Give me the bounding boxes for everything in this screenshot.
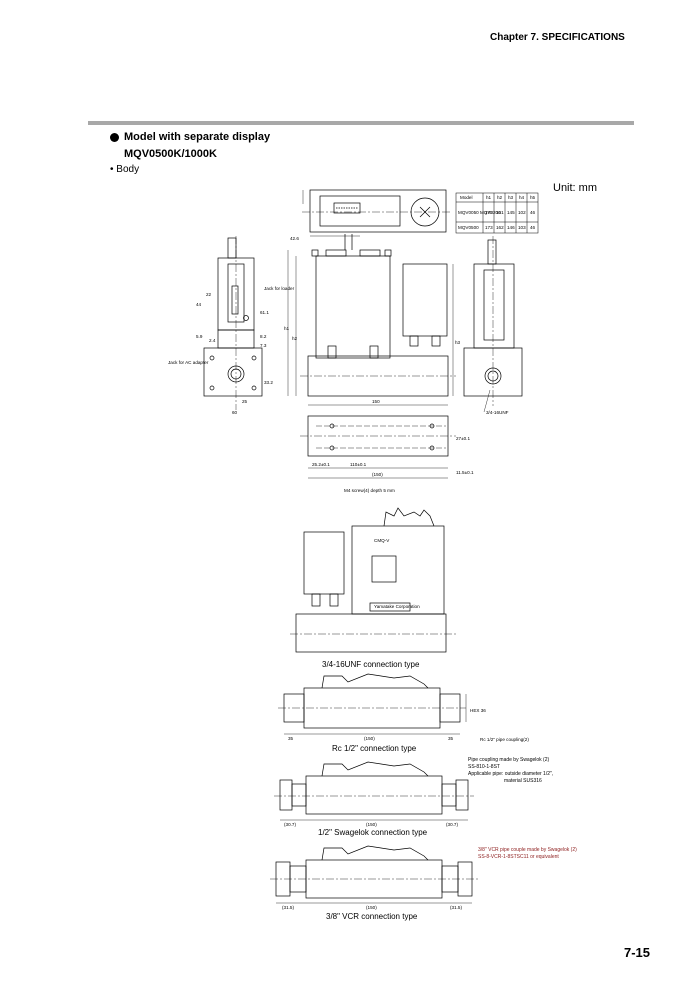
dim-150-paren: (150) xyxy=(372,472,383,477)
dim-150-swg: (150) xyxy=(366,822,377,827)
vcr-type-drawing xyxy=(270,845,478,904)
table-header-h2: h2 xyxy=(497,195,503,200)
right-side-view xyxy=(463,236,523,413)
unit-label: Unit: mm xyxy=(553,182,597,194)
dim-61-1: 61.1 xyxy=(260,310,269,315)
chapter-header: Chapter 7. SPECIFICATIONS xyxy=(490,32,625,43)
caption-vcr: 3/8" VCR connection type xyxy=(326,912,418,921)
dim-150-vcr: (150) xyxy=(366,905,377,910)
vcr-note-2: SS-8-VCR-1-8STSC11 or equivalent xyxy=(478,854,559,860)
table-cell: 162 xyxy=(496,225,504,230)
table-header-h5: h5 xyxy=(530,195,536,200)
dim-42-6: 42.6 xyxy=(290,236,299,241)
page-number: 7-15 xyxy=(624,945,651,960)
dim-44: 44 xyxy=(196,302,202,307)
table-cell: 146 xyxy=(507,225,515,230)
dim-22: 22 xyxy=(206,292,212,297)
swagelok-note-3: Applicable pipe: outside diameter 1/2", xyxy=(468,771,553,777)
table-cell: 172 xyxy=(485,210,493,215)
dimension-table xyxy=(455,192,539,234)
table-row-model: MQV0500 xyxy=(458,225,479,230)
dim-h3: h3 xyxy=(455,340,461,345)
table-header-h1: h1 xyxy=(486,195,492,200)
dim-35-left: 35 xyxy=(288,736,294,741)
header-rule xyxy=(88,121,634,125)
front-view xyxy=(287,249,456,397)
dim-150: 150 xyxy=(372,399,380,404)
top-view xyxy=(302,189,452,250)
dim-25: 25 xyxy=(242,399,248,404)
bullet-icon xyxy=(110,133,119,142)
dim-8-2: 8.2 xyxy=(260,334,267,339)
dim-31-5-left: (31.5) xyxy=(282,905,294,910)
model-name: MQV0500K/1000K xyxy=(124,148,217,160)
hex-label: HEX 36 xyxy=(470,708,486,713)
dim-30-7-right: (30.7) xyxy=(446,822,458,827)
table-cell: 161 xyxy=(496,210,504,215)
screw-label: M4 screw(4) depth 5 mm xyxy=(344,488,395,493)
vcr-note-1: 3/8" VCR pipe couple made by Swagelok (2… xyxy=(478,847,577,853)
dim-5-9: 5.9 xyxy=(196,334,203,339)
caption-swagelok: 1/2" Swagelok connection type xyxy=(318,828,428,837)
subsection-label: • Body xyxy=(110,164,140,175)
caption-rc: Rc 1/2" connection type xyxy=(332,744,417,753)
table-header-model: Model xyxy=(460,195,473,200)
unf-thread-label: 3/4-16UNF xyxy=(486,410,509,415)
dim-h1: h1 xyxy=(284,326,290,331)
panel-title: CMQ-V xyxy=(374,538,390,543)
dim-30-7-left: (30.7) xyxy=(284,822,296,827)
table-cell: 46 xyxy=(530,210,536,215)
table-cell: 102 xyxy=(518,210,526,215)
swagelok-note-4: material SUS316 xyxy=(504,778,542,784)
dim-7-3: 7.3 xyxy=(260,343,267,348)
dim-31-5-right: (31.5) xyxy=(450,905,462,910)
dim-11-5: 11.5±0.1 xyxy=(456,470,474,475)
rc-type-drawing xyxy=(278,673,467,735)
dim-60: 60 xyxy=(232,410,238,415)
swagelok-note-2: SS-810-1-8ST xyxy=(468,764,500,770)
dim-33-2: 33.2 xyxy=(264,380,273,385)
swagelok-note-1: Pipe coupling made by Swagelok (2) xyxy=(468,757,549,763)
table-cell: 145 xyxy=(507,210,515,215)
table-row-model: MQV0050 MQV0200 xyxy=(458,210,501,215)
table-header-h4: h4 xyxy=(519,195,525,200)
table-cell: 173 xyxy=(485,225,493,230)
bottom-view xyxy=(300,404,456,479)
dim-27: 27±0.1 xyxy=(456,436,470,441)
jack-ac-label: Jack for AC adapter xyxy=(168,360,209,365)
left-side-view xyxy=(203,236,263,410)
table-header-h3: h3 xyxy=(508,195,514,200)
jack-loader-label: Jack for loader xyxy=(264,286,295,291)
dim-110: 110±0.1 xyxy=(350,462,367,467)
section-title: Model with separate display xyxy=(124,131,271,143)
dim-h2: h2 xyxy=(292,336,298,341)
dim-35-right: 35 xyxy=(448,736,454,741)
dim-25-2: 25.2±0.1 xyxy=(312,462,330,467)
swagelok-type-drawing xyxy=(274,761,474,821)
panel-brand: Yamatake Corporation xyxy=(374,604,420,609)
table-cell: 46 xyxy=(530,225,536,230)
rc-coupling-label: Rc 1/2" pipe coupling(2) xyxy=(480,737,529,742)
caption-unf: 3/4-16UNF connection type xyxy=(322,660,420,669)
dim-2-4: 2.4 xyxy=(209,338,216,343)
dim-150-rc: (150) xyxy=(364,736,375,741)
unf-type-drawing xyxy=(290,507,458,653)
table-cell: 103 xyxy=(518,225,526,230)
